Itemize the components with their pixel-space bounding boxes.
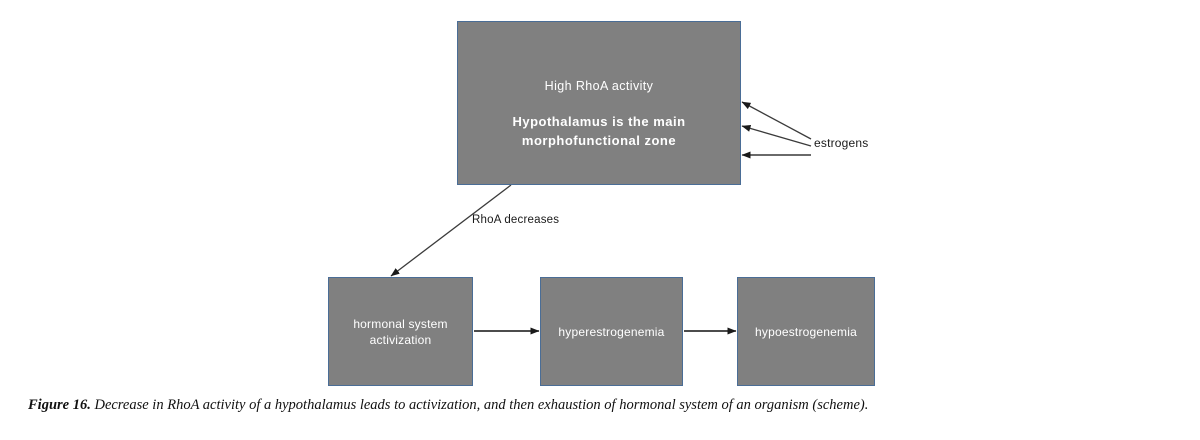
- arrow-estrogens-2: [741, 125, 812, 147]
- edge-label-estrogens: estrogens: [814, 136, 869, 150]
- node-hyperestrogenemia[interactable]: hyperestrogenemia: [540, 277, 683, 386]
- figure-caption: Figure 16. Decrease in RhoA activity of …: [28, 396, 1178, 415]
- node-hypothalamus-subtitle: Hypothalamus is the main morphofunctiona…: [512, 114, 686, 148]
- arrow-estrogens-1: [741, 101, 812, 140]
- node-hormonal-label: hormonal system activization: [353, 316, 448, 347]
- node-hypothalamus[interactable]: High RhoA activity Hypothalamus is the m…: [457, 21, 741, 185]
- node-hyper-label: hyperestrogenemia: [558, 324, 665, 339]
- edge-label-rhoa-decreases: RhoA decreases: [472, 214, 560, 226]
- node-hypoestrogenemia[interactable]: hypoestrogenemia: [737, 277, 875, 386]
- arrow-hypothalamus-to-hormonal: [390, 184, 512, 277]
- node-hormonal-system-activization[interactable]: hormonal system activization: [328, 277, 473, 386]
- node-hypothalamus-title: High RhoA activity: [544, 79, 654, 93]
- node-hypo-label: hypoestrogenemia: [755, 324, 857, 339]
- figure-caption-label: Figure 16.: [28, 397, 91, 413]
- figure-caption-text: Decrease in RhoA activity of a hypothala…: [90, 397, 869, 413]
